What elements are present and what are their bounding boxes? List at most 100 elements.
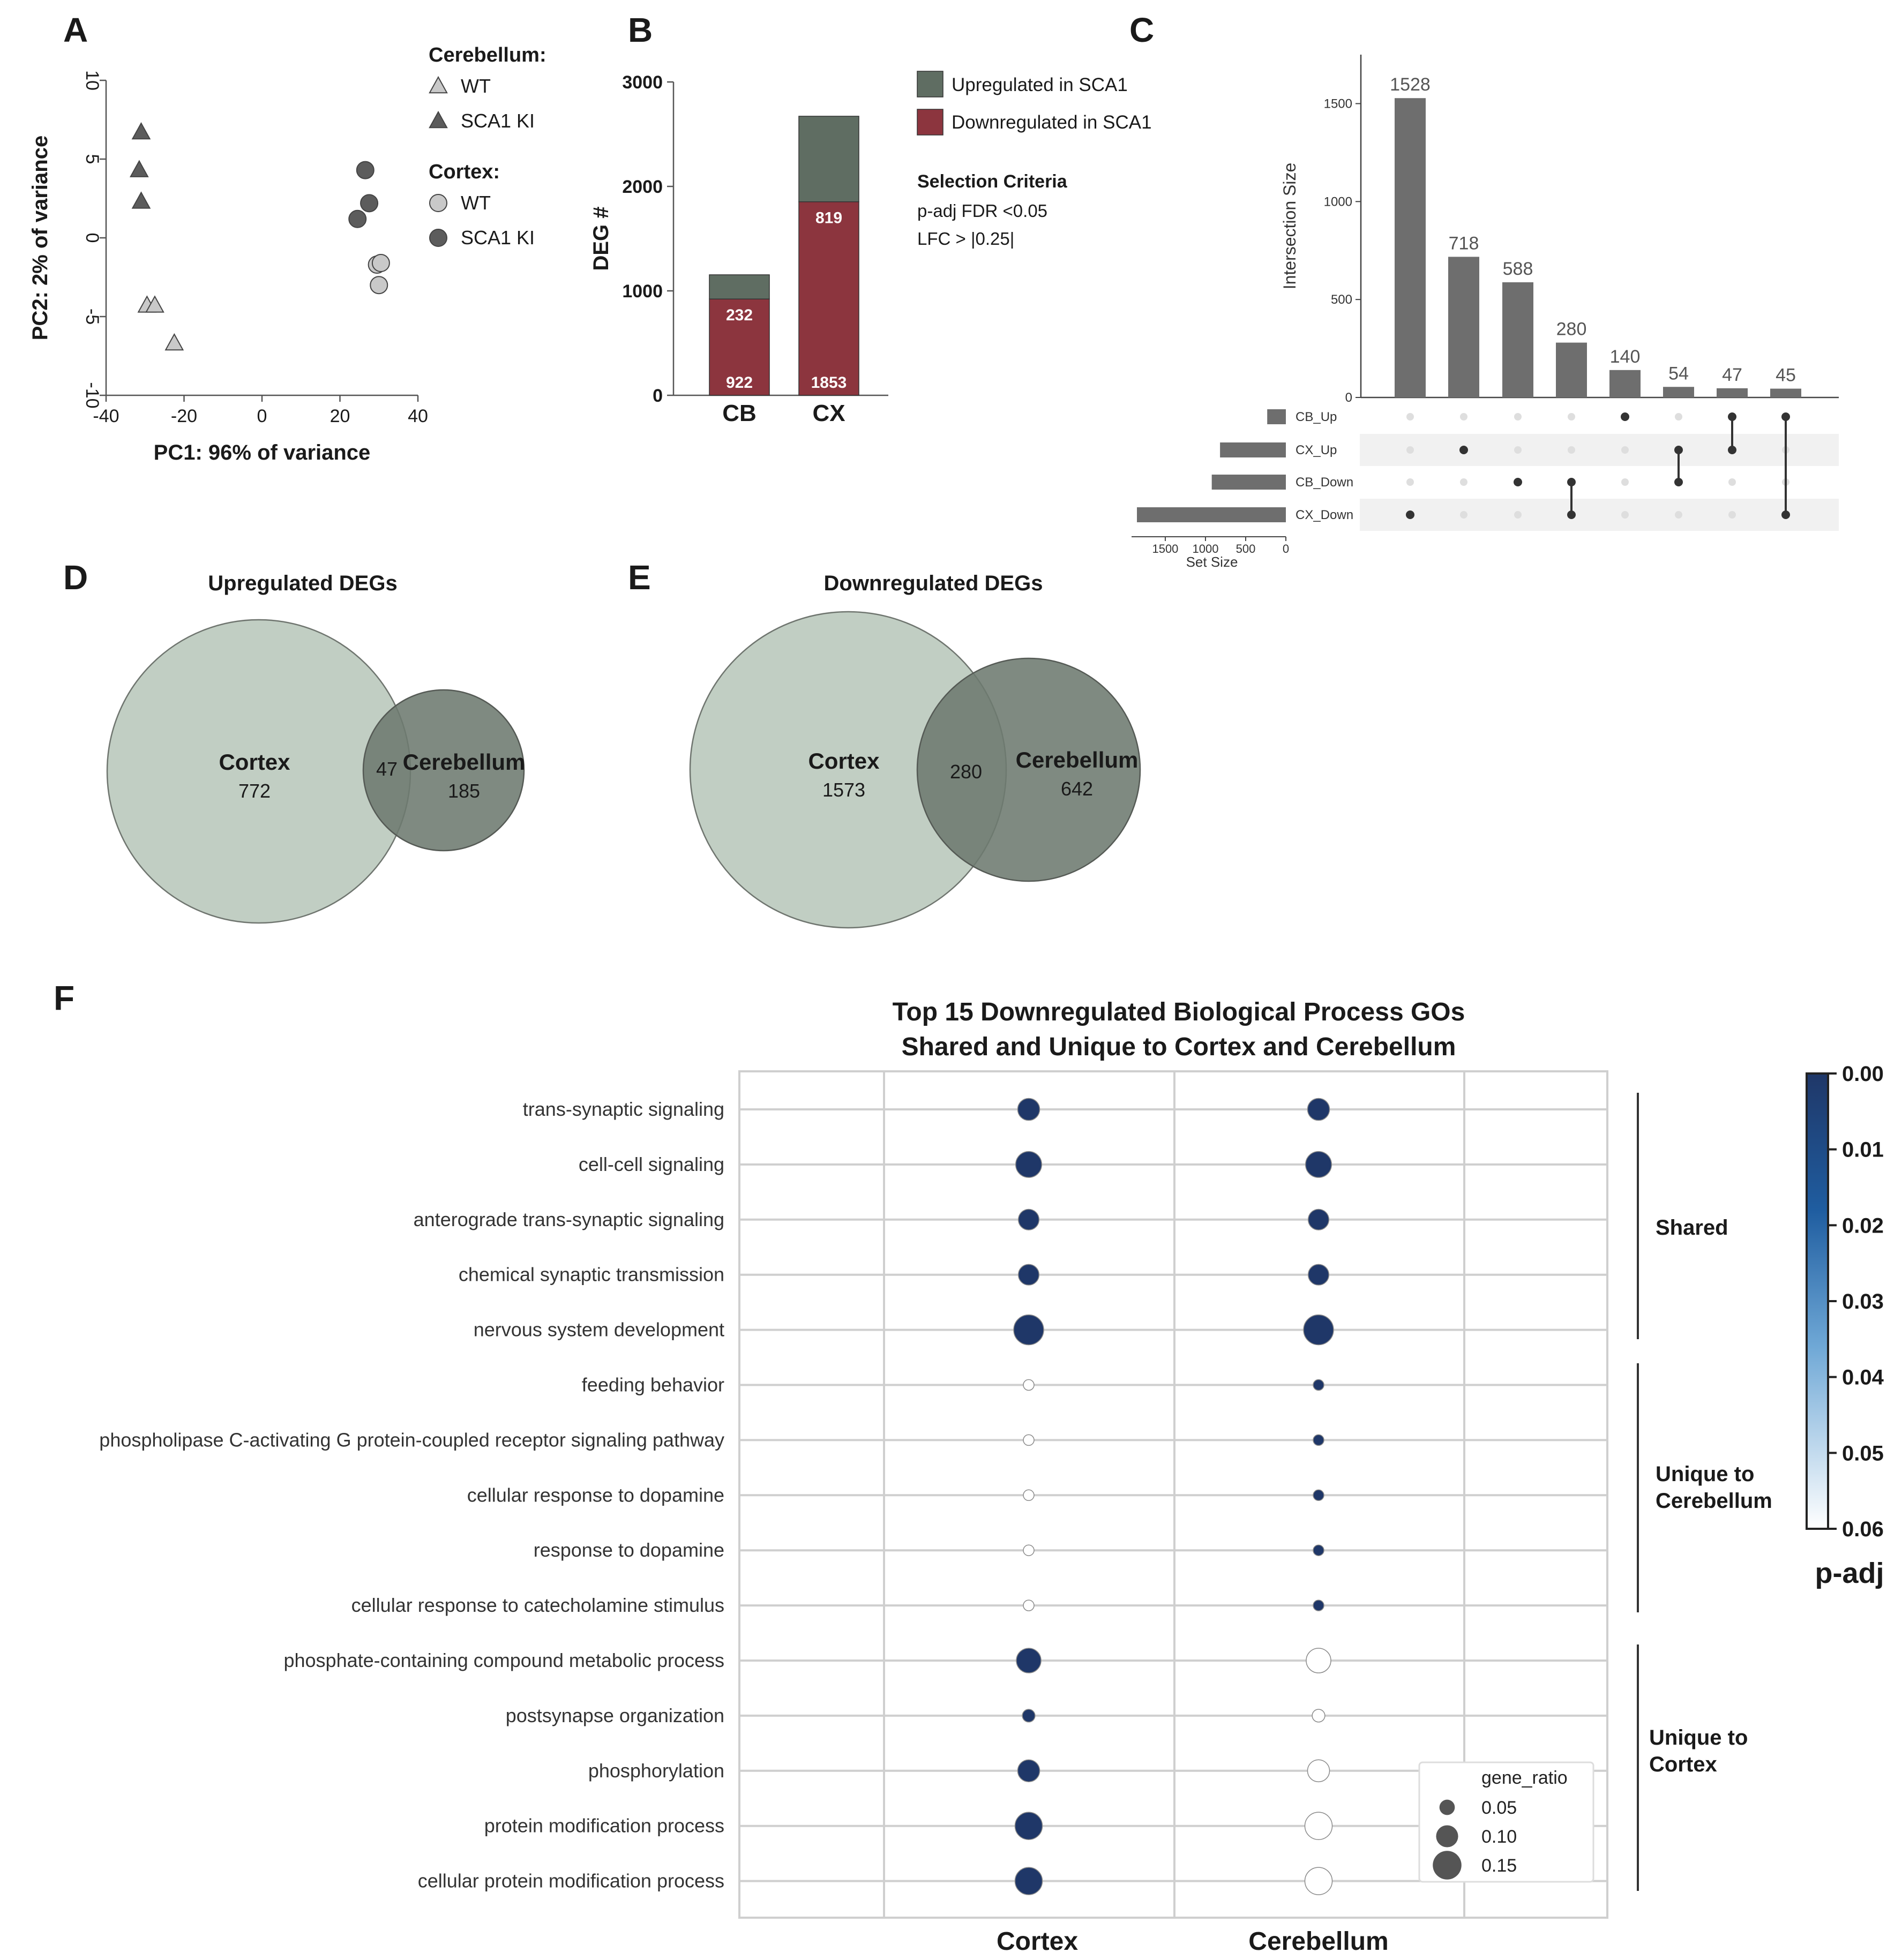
set-name-label: CB_Up — [1296, 410, 1337, 424]
set-size-tick-label: 1500 — [1152, 542, 1178, 555]
go-dot-cortex — [1017, 1098, 1040, 1121]
dotplot-column-label: Cerebellum — [1248, 1927, 1388, 1956]
go-term-label: cell-cell signaling — [579, 1153, 724, 1175]
go-term-label: response to dopamine — [534, 1539, 724, 1561]
go-dot-cerebellum — [1313, 1489, 1324, 1501]
panel-letter-c: C — [1129, 11, 1154, 49]
set-size-bar — [1137, 507, 1286, 522]
go-dot-cortex — [1015, 1151, 1043, 1178]
group-label: Shared — [1656, 1216, 1728, 1240]
go-dot-cerebellum — [1306, 1648, 1331, 1673]
set-size-tick-label: 1000 — [1192, 542, 1218, 555]
y-tick-label: 2000 — [622, 177, 663, 197]
bar-value-up: 232 — [726, 306, 753, 324]
data-point-triangle — [145, 295, 164, 313]
data-point-triangle — [131, 122, 151, 140]
intersection-bar — [1770, 388, 1801, 397]
panel-letter-e: E — [628, 558, 651, 597]
group-label-line: Unique to — [1649, 1726, 1748, 1749]
set-size-bar — [1220, 442, 1286, 457]
matrix-dot-empty — [1406, 478, 1414, 486]
legend-marker-triangle — [429, 76, 448, 94]
intersection-bar — [1717, 388, 1748, 397]
panel-f-go-dotplot: Top 15 Downregulated Biological Process … — [99, 998, 1884, 1956]
go-dot-cerebellum — [1304, 1812, 1333, 1840]
go-term-label: phosphate-containing compound metabolic … — [283, 1649, 724, 1671]
colorbar-tick-label: 0.04 — [1842, 1366, 1884, 1390]
go-dot-cortex — [1023, 1599, 1035, 1611]
legend-label: WT — [461, 192, 491, 214]
go-dot-cortex — [1016, 1648, 1042, 1673]
colorbar-tick-label: 0.06 — [1842, 1518, 1884, 1541]
legend-label-upregulated: Upregulated in SCA1 — [952, 74, 1128, 95]
y-tick-label: -5 — [82, 309, 102, 325]
intersection-value-label: 280 — [1556, 319, 1587, 340]
go-dot-cortex — [1023, 1489, 1035, 1501]
go-dot-cerebellum — [1305, 1151, 1332, 1178]
matrix-dot-empty — [1621, 446, 1629, 454]
matrix-dot-filled — [1406, 510, 1414, 519]
colorbar-label: p-adj — [1815, 1557, 1884, 1589]
size-legend-marker — [1436, 1825, 1458, 1848]
size-legend-marker — [1433, 1851, 1462, 1880]
go-dot-cerebellum — [1307, 1264, 1330, 1286]
intersection-value-label: 140 — [1610, 347, 1641, 367]
matrix-dot-empty — [1621, 478, 1629, 486]
x-category-label: CX — [812, 400, 845, 426]
go-dot-cortex — [1013, 1314, 1044, 1346]
intersection-bar — [1502, 282, 1533, 397]
size-legend-title: gene_ratio — [1481, 1768, 1568, 1788]
legend-heading: Cortex: — [429, 161, 500, 183]
set-size-title: Set Size — [1186, 554, 1238, 570]
colorbar-tick-label: 0.02 — [1842, 1214, 1884, 1237]
intersection-value-label: 718 — [1449, 233, 1479, 253]
dotplot-title-line: Top 15 Downregulated Biological Process … — [893, 998, 1465, 1026]
y-tick-label: 3000 — [622, 72, 663, 93]
venn-circle-cerebellum — [916, 657, 1141, 882]
data-point-triangle — [129, 160, 149, 177]
bar-segment-downregulated — [798, 201, 859, 396]
go-term-label: phospholipase C-activating G protein-cou… — [99, 1429, 724, 1451]
intersection-value-label: 588 — [1503, 259, 1533, 279]
matrix-dot-empty — [1514, 446, 1522, 454]
intersection-bar — [1395, 98, 1426, 397]
matrix-dot-empty — [1514, 413, 1522, 420]
matrix-dot-empty — [1675, 511, 1682, 519]
data-point-circle — [360, 194, 379, 213]
intersection-value-label: 47 — [1722, 365, 1742, 385]
intersection-value-label: 45 — [1776, 365, 1796, 386]
matrix-dot-empty — [1621, 511, 1629, 519]
matrix-row-stripe — [1360, 434, 1839, 466]
data-point-circle — [348, 209, 367, 228]
go-dot-cerebellum — [1313, 1599, 1324, 1611]
y-axis-title: PC2: 2% of variance — [28, 136, 52, 340]
matrix-dot-filled — [1567, 510, 1576, 519]
go-term-label: phosphorylation — [588, 1760, 724, 1782]
go-term-label: anterograde trans-synaptic signaling — [414, 1208, 724, 1230]
data-point-triangle — [131, 191, 151, 209]
venn-set-name-cortex: Cortex — [808, 748, 880, 774]
panel-letter-d: D — [63, 558, 88, 597]
matrix-dot-filled — [1567, 478, 1576, 486]
matrix-dot-filled — [1514, 478, 1522, 486]
go-term-label: cellular protein modification process — [418, 1870, 724, 1892]
matrix-dot-empty — [1406, 446, 1414, 454]
x-tick-label: 20 — [330, 406, 350, 426]
go-term-label: chemical synaptic transmission — [459, 1264, 724, 1286]
venn-title: Upregulated DEGs — [208, 572, 397, 595]
bar-value-down: 922 — [726, 374, 753, 392]
matrix-dot-filled — [1674, 446, 1683, 454]
x-tick-label: -20 — [171, 406, 197, 426]
dotplot-column-label: Cortex — [997, 1927, 1078, 1956]
intersection-bar — [1448, 257, 1479, 397]
x-tick-label: -40 — [93, 406, 119, 426]
data-point-circle — [356, 161, 375, 179]
matrix-dot-empty — [1728, 511, 1736, 519]
colorbar — [1806, 1072, 1829, 1530]
go-dot-cerebellum — [1304, 1867, 1333, 1895]
legend-label: WT — [461, 75, 491, 97]
go-dot-cortex — [1017, 1264, 1040, 1286]
panel-letter-a: A — [63, 11, 88, 49]
